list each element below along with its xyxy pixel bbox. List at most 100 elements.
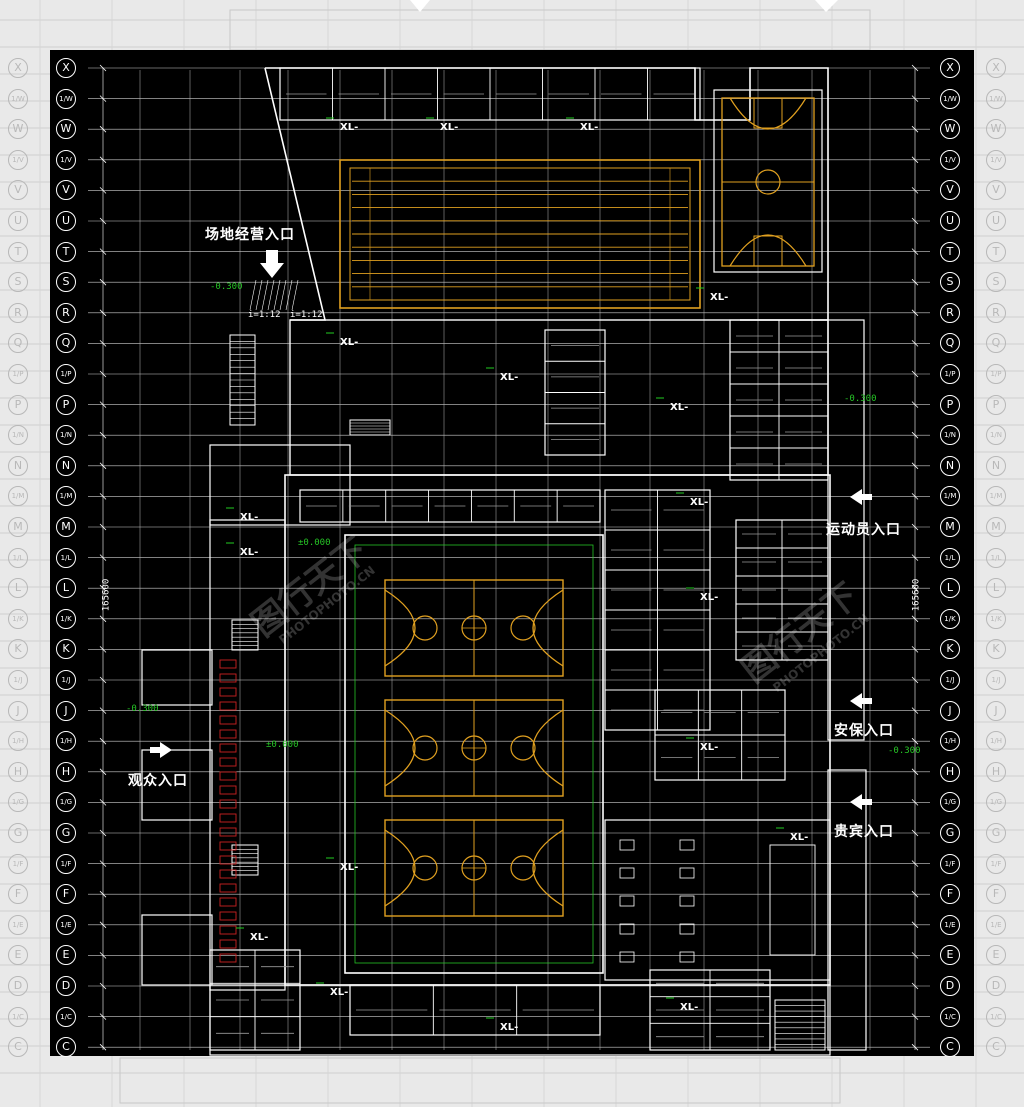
grid-axis-bubble: C (56, 1037, 76, 1058)
seat-row (219, 869, 237, 879)
entrance-canopy (141, 649, 213, 706)
north-marker-icon (410, 0, 430, 12)
section-mark-label: XL- (710, 292, 728, 303)
grid-axis-bubble: L (986, 578, 1006, 599)
grid-axis-bubble: C (8, 1037, 28, 1058)
grid-axis-bubble: J (56, 700, 76, 721)
grid-axis-bubble: 1/H (8, 731, 28, 752)
grid-axis-bubble: 1/V (56, 149, 76, 170)
grid-axis-bubble: 1/P (986, 364, 1006, 384)
seat-row (219, 883, 237, 893)
court-arc (532, 589, 564, 667)
venue-business-entrance-label: 场地经营入口 (205, 227, 295, 243)
grid-axis-bubble: M (986, 517, 1006, 537)
grid-axis-bubble: W (8, 119, 28, 140)
vip-seat (679, 951, 695, 963)
grid-axis-bubble: J (940, 700, 960, 721)
level-left-upper: -0.300 (210, 282, 243, 292)
seat-row (219, 939, 237, 949)
court-key (753, 97, 783, 129)
seat-row (219, 729, 237, 739)
grid-axis-bubble: J (986, 700, 1006, 721)
grid-axis-bubble: S (986, 272, 1006, 293)
vip-block (604, 819, 831, 981)
grid-axis-bubble: 1/K (56, 608, 76, 629)
level-right-upper: -0.300 (844, 394, 877, 404)
grid-axis-bubble: 1/K (940, 608, 960, 629)
ghost-wall (229, 9, 871, 51)
grid-axis-bubble: Q (8, 333, 28, 354)
grid-axis-bubble: U (8, 211, 28, 231)
grid-axis-bubble: K (8, 639, 28, 660)
practice-court-frame (713, 89, 823, 273)
ramp-hatch (261, 279, 269, 311)
arena-floor (344, 534, 604, 974)
court-arc (532, 829, 564, 907)
seat-row (219, 701, 237, 711)
grid-axis-bubble: 1/N (986, 425, 1006, 446)
vip-seat (679, 895, 695, 907)
grid-axis-bubble: 1/P (56, 364, 76, 384)
ramp-hatch (267, 279, 275, 311)
building-outline (209, 444, 351, 526)
seat-row (219, 855, 237, 865)
court-circle (510, 855, 536, 881)
grid-axis-bubble: P (56, 394, 76, 415)
section-mark-label: XL- (790, 832, 808, 843)
grid-axis-bubble: 1/J (986, 670, 1006, 690)
grid-axis-bubble: 1/L (56, 547, 76, 568)
level-left-lower: -0.300 (126, 704, 159, 714)
entry-arrow-icon (850, 794, 872, 810)
seat-row (219, 743, 237, 753)
seat-row (219, 673, 237, 683)
swimming-pool-inner (349, 167, 691, 301)
athletes-entrance-label: 运动员入口 (826, 522, 901, 538)
grid-axis-bubble: 1/E (8, 914, 28, 935)
grid-axis-bubble: D (8, 976, 28, 996)
grid-axis-bubble: V (8, 180, 28, 201)
grid-axis-bubble: V (986, 180, 1006, 201)
grid-axis-bubble: Q (56, 333, 76, 354)
section-mark-label: XL- (700, 742, 718, 753)
stair-lobby (349, 419, 391, 436)
grid-axis-bubble: 1/J (8, 670, 28, 690)
grid-axis-bubble: E (56, 945, 76, 966)
grid-axis-bubble: F (940, 884, 960, 905)
grid-axis-bubble: S (56, 272, 76, 293)
grid-axis-bubble: K (56, 639, 76, 660)
grid-axis-bubble: N (940, 455, 960, 476)
seat-row (219, 827, 237, 837)
court-arc (384, 709, 416, 787)
vip-seat (619, 867, 635, 879)
grid-axis-bubble: P (8, 394, 28, 415)
grid-axis-bubble: W (940, 119, 960, 140)
south-rooms (349, 984, 601, 1036)
grid-axis-bubble: 1/H (986, 731, 1006, 752)
vip-room (769, 844, 816, 956)
seat-row (219, 911, 237, 921)
grid-axis-bubble: X (8, 58, 28, 78)
building-outline (265, 67, 829, 321)
grid-axis-bubble: P (986, 394, 1006, 415)
grid-axis-bubble: 1/K (8, 608, 28, 629)
grid-axis-bubble: 1/M (940, 486, 960, 507)
court-arc (729, 234, 807, 267)
section-mark-label: XL- (700, 592, 718, 603)
grid-axis-bubble: T (56, 241, 76, 262)
section-mark-label: XL- (240, 512, 258, 523)
entry-arrow-icon (850, 489, 872, 505)
level-right-lower: -0.300 (888, 746, 921, 756)
grid-axis-bubble: H (8, 761, 28, 782)
grid-axis-bubble: 1/P (8, 364, 28, 384)
grid-axis-bubble: K (940, 639, 960, 660)
seat-row (219, 659, 237, 669)
grid-axis-bubble: 1/G (940, 792, 960, 813)
grid-axis-bubble: 1/J (56, 670, 76, 690)
seat-row (219, 953, 237, 963)
ramp-hatch (279, 279, 287, 311)
grid-axis-bubble: F (986, 884, 1006, 905)
grid-axis-bubble: X (986, 58, 1006, 78)
grid-axis-bubble: M (56, 517, 76, 537)
ghost-wall (119, 1057, 841, 1104)
grid-axis-bubble: X (940, 58, 960, 78)
